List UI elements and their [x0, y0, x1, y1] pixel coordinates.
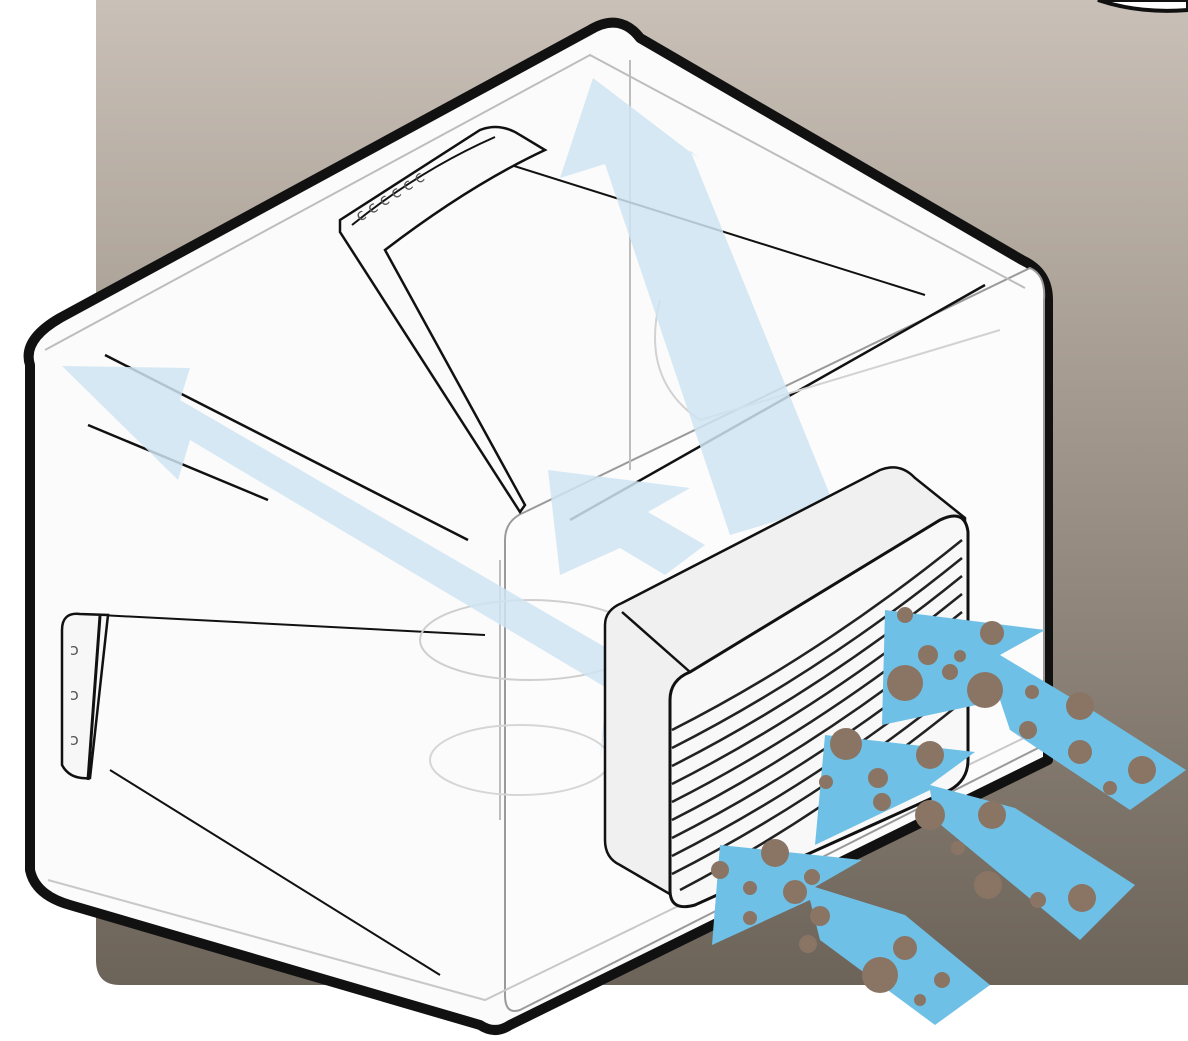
dot-icon [967, 672, 1003, 708]
dot-icon [868, 768, 888, 788]
dot-icon [897, 607, 913, 623]
dot-icon [862, 957, 898, 993]
dot-icon [1068, 884, 1096, 912]
dot-icon [914, 994, 926, 1006]
dot-icon [830, 728, 862, 760]
dot-icon [915, 800, 945, 830]
dot-icon [783, 880, 807, 904]
dot-icon [974, 871, 1002, 899]
dot-icon [1030, 892, 1046, 908]
handle-grip-mark: ɔ [70, 730, 79, 749]
dot-icon [1068, 740, 1092, 764]
dot-icon [887, 665, 923, 701]
dot-icon [810, 906, 830, 926]
dot-icon [1019, 721, 1037, 739]
dot-icon [761, 839, 789, 867]
dot-icon [873, 793, 891, 811]
dot-icon [951, 841, 965, 855]
dot-icon [799, 935, 817, 953]
dot-icon [1025, 685, 1039, 699]
dot-icon [893, 936, 917, 960]
dot-icon [954, 650, 966, 662]
handle-grip-marks-left: ɔ [70, 640, 79, 659]
dot-icon [743, 911, 757, 925]
dot-icon [1103, 781, 1117, 795]
dot-icon [1128, 756, 1156, 784]
dot-icon [804, 869, 820, 885]
dot-icon [980, 621, 1004, 645]
dot-icon [1066, 692, 1094, 720]
dot-icon [916, 741, 944, 769]
dot-icon [978, 801, 1006, 829]
dot-icon [942, 664, 958, 680]
dot-icon [743, 881, 757, 895]
dot-icon [934, 972, 950, 988]
dot-icon [918, 645, 938, 665]
dot-icon [711, 861, 729, 879]
dot-icon [819, 775, 833, 789]
handle-grip-mark: ɔ [70, 685, 79, 704]
